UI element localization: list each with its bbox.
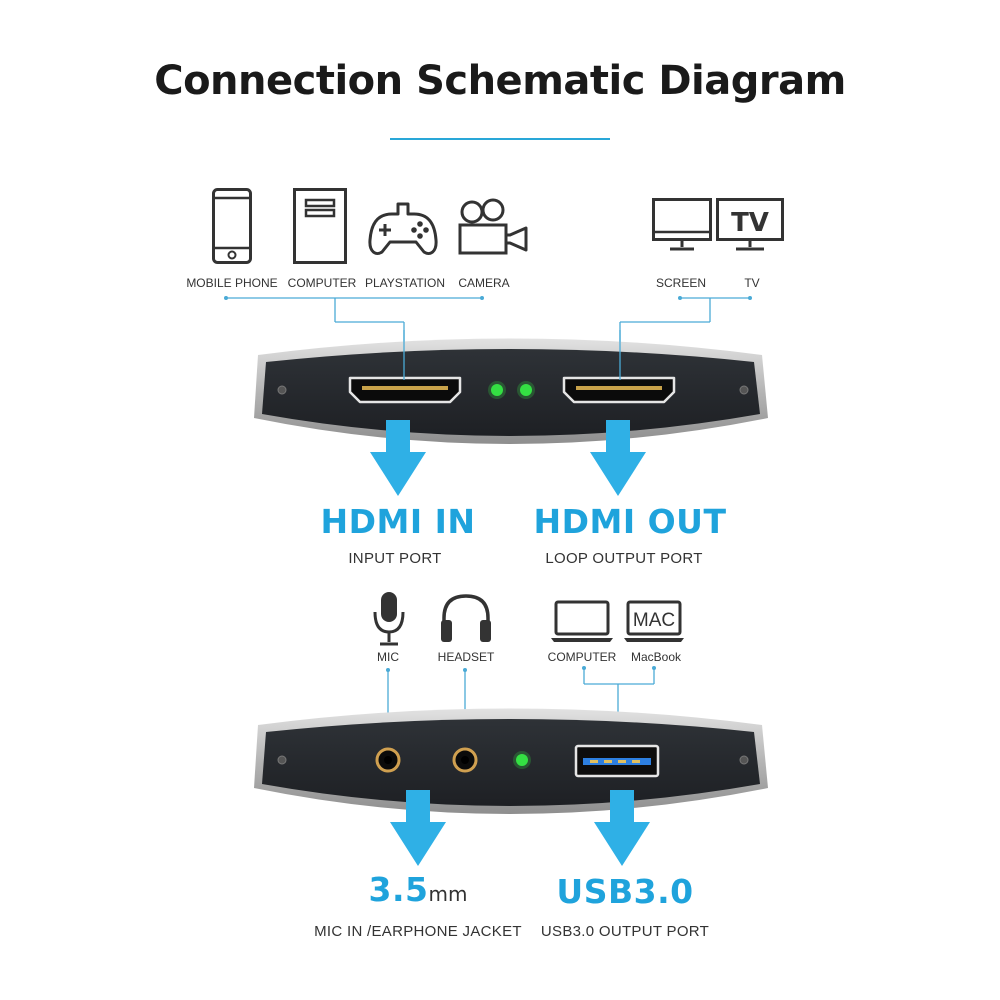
microphone-icon xyxy=(373,592,405,646)
device-label-headset: HEADSET xyxy=(437,650,495,664)
headphones-icon xyxy=(441,594,491,642)
device-label-mobile-phone: MOBILE PHONE xyxy=(186,276,278,290)
usb-subtitle: USB3.0 OUTPUT PORT xyxy=(540,923,710,940)
usb-arrow-icon xyxy=(594,790,650,866)
laptop-icon xyxy=(551,600,613,642)
macbook-icon: MAC xyxy=(624,600,684,642)
hdmi-out-subtitle: LOOP OUTPUT PORT xyxy=(545,550,703,567)
device-label-computer: COMPUTER xyxy=(287,276,357,290)
hdmi-out-title: HDMI OUT xyxy=(533,502,727,541)
gamepad-icon xyxy=(368,202,438,255)
device-label-camera: CAMERA xyxy=(458,276,510,290)
device-label-screen: SCREEN xyxy=(655,276,706,290)
device-label-playstation: PLAYSTATION xyxy=(364,276,445,290)
device-label-mic: MIC xyxy=(377,650,399,664)
audio-jack-arrow-icon xyxy=(390,790,446,866)
tv-icon-text: TV xyxy=(731,208,769,238)
audio-jack-size: 3.5 xyxy=(368,870,429,909)
monitor-icon xyxy=(652,198,712,251)
audio-jack-unit: mm xyxy=(428,882,468,906)
hdmi-in-title: HDMI IN xyxy=(320,502,476,541)
video-camera-icon xyxy=(458,198,528,255)
macbook-icon-text: MAC xyxy=(633,610,675,631)
page-title: Connection Schematic Diagram xyxy=(154,58,846,104)
audio-jack-subtitle: MIC IN /EARPHONE JACKET xyxy=(314,923,522,940)
tv-icon: TV xyxy=(716,198,784,251)
usb-title: USB3.0 xyxy=(556,872,694,911)
device-label-macbook: MacBook xyxy=(630,650,682,664)
capture-card-rear-panel xyxy=(254,708,768,814)
device-label-usb-computer: COMPUTER xyxy=(547,650,617,664)
device-label-tv: TV xyxy=(744,276,760,290)
audio-jack-title: 3.5mm xyxy=(318,870,518,909)
computer-tower-icon xyxy=(293,188,347,264)
hdmi-out-arrow-icon xyxy=(590,420,646,496)
title-underline xyxy=(390,138,610,140)
hdmi-in-subtitle: INPUT PORT xyxy=(348,550,442,567)
mobile-phone-icon xyxy=(212,188,252,264)
hdmi-in-arrow-icon xyxy=(370,420,426,496)
capture-card-front-panel xyxy=(254,338,768,444)
